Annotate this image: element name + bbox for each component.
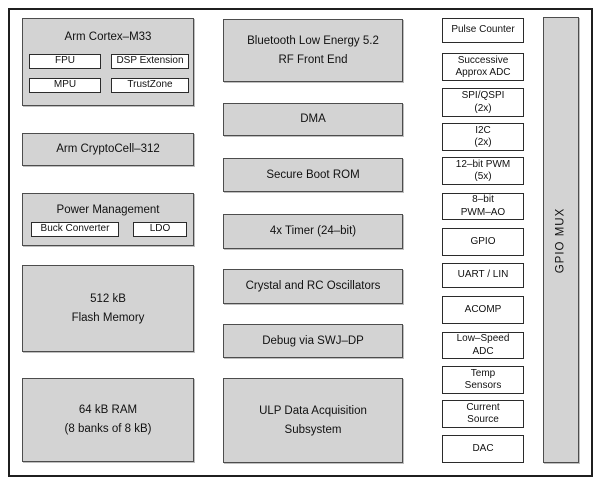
pwm12-line2: (5x) [474,171,492,182]
block-dsp-extension: DSP Extension [111,54,189,69]
block-dac: DAC [442,435,524,463]
block-dma: DMA [223,103,403,136]
block-arm-cortex-m33: Arm Cortex–M33 FPU DSP Extension MPU Tru… [22,18,194,106]
block-secure-boot-rom: Secure Boot ROM [223,158,403,192]
block-buck-converter: Buck Converter [31,222,119,237]
secure-boot-rom-label: Secure Boot ROM [266,168,360,181]
debug-swj-dp-label: Debug via SWJ–DP [262,334,364,347]
block-oscillators: Crystal and RC Oscillators [223,269,403,304]
ram-size-label: 64 kB RAM [78,404,138,416]
bluetooth-le-label: Bluetooth Low Energy 5.2 [247,34,379,47]
block-timer: 4x Timer (24–bit) [223,214,403,249]
block-12bit-pwm: 12–bit PWM (5x) [442,157,524,185]
dma-label: DMA [300,113,326,125]
block-fpu: FPU [29,54,101,69]
ls-adc-line2: ADC [472,345,494,357]
block-gpio-mux: GPIO MUX [543,17,579,463]
sar-adc-line2: Approx ADC [455,67,511,78]
block-arm-cryptocell-312: Arm CryptoCell–312 [22,133,194,166]
block-temp-sensors: Temp Sensors [442,366,524,394]
block-bluetooth-le-rf-front-end: Bluetooth Low Energy 5.2 RF Front End [223,19,403,82]
block-ldo: LDO [133,222,187,237]
block-mpu: MPU [29,78,101,93]
block-debug-swj-dp: Debug via SWJ–DP [223,324,403,358]
block-acomp: ACOMP [442,296,524,324]
spi-qspi-line2: (2x) [474,102,492,114]
ram-banks-label: (8 banks of 8 kB) [64,423,152,435]
flash-size-label: 512 kB [90,292,126,305]
current-line2: Source [467,414,499,425]
block-gpio: GPIO [442,228,524,256]
block-trustzone: TrustZone [111,78,189,93]
block-uart-lin: UART / LIN [442,263,524,288]
block-flash-memory: 512 kB Flash Memory [22,265,194,352]
block-ulp-data-acquisition: ULP Data Acquisition Subsystem [223,378,403,463]
outer-frame [8,8,593,477]
pwm12-line1: 12–bit PWM [455,158,511,170]
rf-front-end-label: RF Front End [278,53,348,66]
i2c-line1: I2C [475,124,491,136]
block-power-management: Power Management Buck Converter LDO [22,193,194,246]
flash-memory-label: Flash Memory [71,311,145,324]
pwm8-line2: PWM–AO [460,206,506,218]
gpio-mux-label: GPIO MUX [554,207,567,273]
block-ram: 64 kB RAM (8 banks of 8 kB) [22,378,194,462]
ulp-subsystem-label: Subsystem [284,423,342,436]
block-current-source: Current Source [442,400,524,428]
pwm8-line1: 8–bit [472,194,494,205]
oscillators-label: Crystal and RC Oscillators [245,280,381,292]
block-low-speed-adc: Low–Speed ADC [442,332,524,359]
temp-line2: Sensors [464,380,502,391]
temp-line1: Temp [470,367,496,379]
block-i2c: I2C (2x) [442,123,524,151]
arm-cryptocell-312-label: Arm CryptoCell–312 [56,143,160,155]
timer-label: 4x Timer (24–bit) [269,225,357,237]
block-8bit-pwm-ao: 8–bit PWM–AO [442,193,524,220]
ls-adc-line1: Low–Speed [456,333,510,344]
block-pulse-counter: Pulse Counter [442,18,524,43]
arm-cortex-m33-title: Arm Cortex–M33 [64,31,152,43]
i2c-line2: (2x) [474,137,492,148]
block-spi-qspi: SPI/QSPI (2x) [442,88,524,117]
ulp-data-acquisition-label: ULP Data Acquisition [259,404,367,417]
spi-qspi-line1: SPI/QSPI [461,90,505,101]
sar-adc-line1: Successive [457,54,509,66]
current-line1: Current [466,401,500,413]
power-management-title: Power Management [56,204,160,216]
block-successive-approx-adc: Successive Approx ADC [442,53,524,81]
